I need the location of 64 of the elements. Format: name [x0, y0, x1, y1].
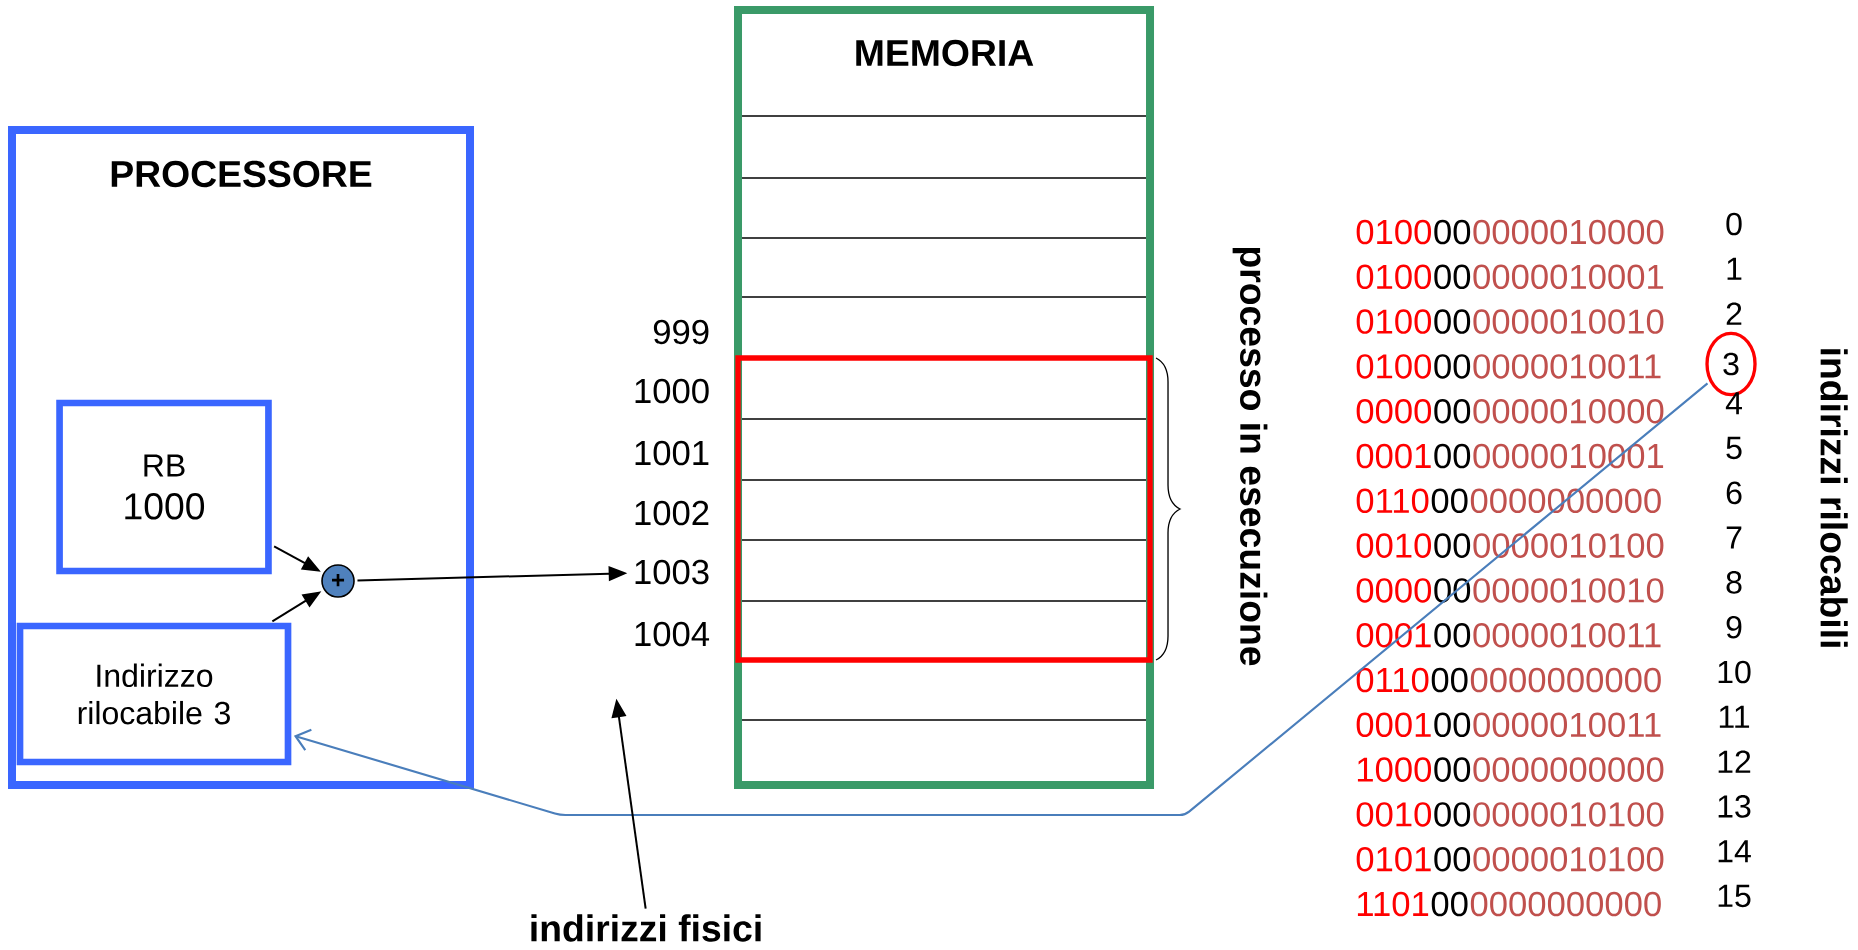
binary-code: 0000010010: [1473, 309, 1664, 334]
address-label: 1003: [635, 559, 709, 585]
binary-code: 0000010011: [1473, 712, 1661, 738]
binary-code: 00: [1434, 757, 1471, 782]
binary-code: 00: [1434, 443, 1471, 469]
binary-code: 0001: [1356, 443, 1431, 469]
binary-code: 00: [1434, 264, 1471, 290]
index-number: 14: [1718, 840, 1751, 863]
binary-code: 0001: [1356, 712, 1431, 738]
binary-code: 0000: [1356, 578, 1432, 603]
binary-code: 0000000000: [1470, 667, 1661, 693]
binary-code: 00: [1434, 219, 1471, 245]
binary-code: 00: [1431, 488, 1468, 514]
binary-code: 0000010011: [1473, 354, 1661, 379]
binary-code: 00: [1434, 712, 1471, 738]
index-number: 6: [1726, 481, 1742, 505]
index-number: 9: [1726, 615, 1742, 639]
arrow: [293, 382, 1709, 817]
binary-code: 0000010010: [1473, 578, 1664, 603]
bold-label: indirizzi fisici: [531, 914, 761, 942]
binary-code: 00: [1434, 622, 1471, 648]
binary-code: 00: [1431, 667, 1468, 693]
binary-code: 00: [1431, 891, 1468, 917]
binary-code: 00: [1434, 309, 1471, 334]
index-number: 5: [1726, 436, 1742, 460]
register-box: RB 1000: [56, 399, 272, 575]
binary-code: 0000: [1356, 398, 1432, 424]
index-number: 0: [1726, 212, 1742, 236]
binary-code: 0100: [1356, 264, 1432, 290]
binary-code: 0000010100: [1473, 846, 1664, 872]
binary-code: 0000010100: [1473, 802, 1664, 827]
binary-code: 0000000000: [1470, 891, 1661, 917]
binary-code: 0010: [1356, 802, 1432, 827]
binary-code: 00: [1434, 354, 1471, 379]
index-number: 12: [1718, 750, 1751, 773]
binary-code: 00: [1434, 533, 1471, 558]
binary-code: 0110: [1356, 667, 1429, 693]
binary-code: 0010: [1356, 533, 1432, 558]
binary-code: 0000010000: [1473, 398, 1664, 424]
index-number: 10: [1718, 660, 1751, 684]
address-box: Indirizzo rilocabile 3: [16, 622, 292, 766]
binary-code: 0100: [1356, 354, 1432, 379]
binary-code: 0100: [1356, 309, 1432, 334]
index-number: 8: [1726, 571, 1742, 594]
rotated-label: indirizzi rilocabili: [1820, 349, 1848, 647]
binary-code: 00: [1434, 802, 1471, 827]
binary-code: 00: [1434, 846, 1471, 872]
memory-box: MEMORIA: [734, 6, 1154, 789]
binary-code: 00: [1434, 398, 1471, 424]
binary-code: 0110: [1356, 488, 1429, 514]
rotated-label: processo in esecuzione: [1232, 247, 1268, 666]
index-number: 11: [1719, 705, 1750, 728]
index-number: 15: [1718, 884, 1751, 908]
binary-code: 0000010011: [1473, 622, 1661, 648]
index-number: 13: [1718, 795, 1751, 818]
index-number: 7: [1726, 526, 1742, 549]
binary-code: 0000010001: [1473, 264, 1664, 290]
binary-code: 0101: [1356, 846, 1431, 872]
binary-code: 0000010000: [1473, 219, 1664, 245]
binary-code: 0100: [1356, 219, 1432, 245]
binary-code: 0000000000: [1473, 757, 1664, 782]
binary-code: 1000: [1357, 757, 1432, 782]
index-number: 1: [1727, 257, 1742, 280]
binary-code: 1101: [1357, 891, 1429, 917]
